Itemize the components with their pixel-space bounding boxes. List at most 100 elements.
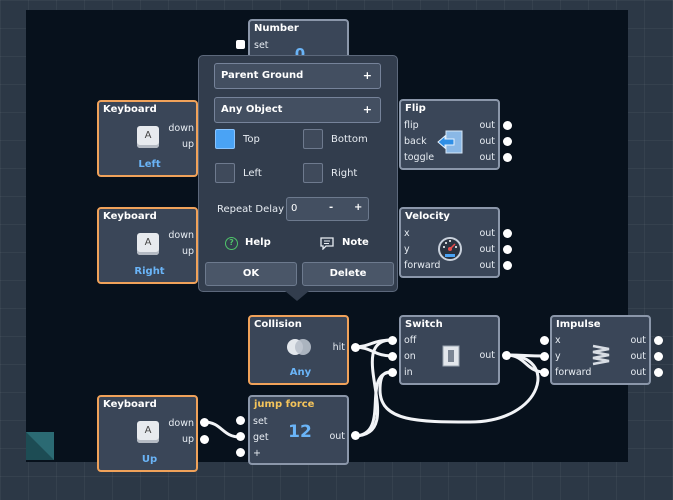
spring-icon xyxy=(592,344,610,366)
ok-button[interactable]: OK xyxy=(205,262,297,286)
jump-force-node[interactable]: jump force set get + 12 out xyxy=(248,395,349,465)
output-port[interactable] xyxy=(503,245,512,254)
repeat-delay-value: 0 xyxy=(291,203,298,214)
output-port[interactable] xyxy=(654,336,663,345)
port-label: x xyxy=(404,228,410,239)
wire-switch-out-to-forward xyxy=(378,353,540,424)
port-label: out xyxy=(479,136,495,147)
output-port-up[interactable] xyxy=(200,435,209,444)
port-label: hit xyxy=(332,342,345,353)
any-object-dropdown[interactable]: Any Object + xyxy=(214,97,381,123)
repeat-delay-label: Repeat Delay xyxy=(217,204,285,215)
checkbox-right-label: Right xyxy=(331,168,358,179)
collision-settings-popup: Parent Ground + Any Object + Top Bottom … xyxy=(198,55,398,292)
port-label: on xyxy=(404,351,416,362)
port-label: forward xyxy=(555,367,592,378)
port-label: out xyxy=(479,228,495,239)
input-port-set[interactable] xyxy=(236,416,245,425)
keyboard-node-up[interactable]: Keyboard A down up Up xyxy=(97,395,198,472)
node-label: Up xyxy=(141,454,158,465)
note-button[interactable]: Note xyxy=(320,236,390,252)
port-label: out xyxy=(630,351,646,362)
velocity-node[interactable]: Velocity x y forward out out out xyxy=(399,207,500,278)
port-label: back xyxy=(404,136,427,147)
checkbox-right[interactable] xyxy=(303,163,323,183)
output-port[interactable] xyxy=(503,153,512,162)
node-title: Switch xyxy=(405,319,443,330)
output-port-down[interactable] xyxy=(200,418,209,427)
dropdown-value: Parent Ground xyxy=(221,70,304,81)
output-port[interactable] xyxy=(503,229,512,238)
node-title: jump force xyxy=(254,399,315,410)
repeat-delay-stepper[interactable]: 0 - + xyxy=(286,197,369,221)
node-label: Left xyxy=(138,159,161,170)
node-title: Number xyxy=(254,23,299,34)
output-port[interactable] xyxy=(503,121,512,130)
node-title: Keyboard xyxy=(103,399,157,410)
node-value: 0 xyxy=(294,45,306,63)
node-label: Any xyxy=(289,367,312,378)
input-port-off[interactable] xyxy=(388,336,397,345)
delete-button[interactable]: Delete xyxy=(302,262,394,286)
port-label: out xyxy=(630,367,646,378)
node-title: Impulse xyxy=(556,319,601,330)
checkbox-left[interactable] xyxy=(215,163,235,183)
node-title: Collision xyxy=(254,319,302,330)
switch-node[interactable]: Switch off on in out xyxy=(399,315,500,385)
input-port[interactable] xyxy=(236,40,245,49)
port-label: out xyxy=(630,335,646,346)
help-button[interactable]: ? Help xyxy=(225,236,295,252)
node-title: Flip xyxy=(405,103,426,114)
output-port[interactable] xyxy=(503,137,512,146)
port-label: + xyxy=(253,448,261,459)
input-port-y[interactable] xyxy=(540,352,549,361)
decrement-button[interactable]: - xyxy=(329,202,334,213)
port-label: out xyxy=(479,260,495,271)
plus-icon: + xyxy=(362,103,372,116)
node-title: Keyboard xyxy=(103,104,157,115)
input-port-forward[interactable] xyxy=(540,368,549,377)
keyboard-node-left[interactable]: Keyboard A down up Left xyxy=(97,100,198,177)
flip-icon xyxy=(437,130,463,154)
port-label: out xyxy=(479,350,495,361)
wire-jumpforce-out-to-off xyxy=(352,338,394,438)
port-label: out xyxy=(479,152,495,163)
port-label: out xyxy=(329,431,345,442)
checkbox-bottom[interactable] xyxy=(303,129,323,149)
key-icon: A xyxy=(137,233,159,255)
port-label: forward xyxy=(404,260,441,271)
port-label: set xyxy=(253,416,268,427)
checkbox-top[interactable] xyxy=(215,129,235,149)
collision-icon xyxy=(287,339,311,355)
port-label: in xyxy=(404,367,413,378)
collision-node[interactable]: Collision hit Any xyxy=(248,315,349,385)
plus-icon: + xyxy=(362,69,372,82)
output-port[interactable] xyxy=(654,368,663,377)
port-label: up xyxy=(181,139,194,150)
impulse-node[interactable]: Impulse x y forward out out out xyxy=(550,315,651,385)
input-port-x[interactable] xyxy=(540,336,549,345)
port-label: down xyxy=(168,418,194,429)
key-icon: A xyxy=(137,126,159,148)
checkbox-top-label: Top xyxy=(243,134,260,145)
port-label: off xyxy=(404,335,417,346)
key-icon: A xyxy=(137,421,159,443)
output-port[interactable] xyxy=(503,261,512,270)
port-label: down xyxy=(168,123,194,134)
parent-ground-dropdown[interactable]: Parent Ground + xyxy=(214,63,381,89)
input-port-on[interactable] xyxy=(388,352,397,361)
input-port-in[interactable] xyxy=(388,368,397,377)
output-port[interactable] xyxy=(654,352,663,361)
increment-button[interactable]: + xyxy=(354,202,363,213)
port-label: y xyxy=(555,351,561,362)
output-port-hit[interactable] xyxy=(351,343,360,352)
output-port[interactable] xyxy=(351,431,360,440)
flip-node[interactable]: Flip flip back toggle out out out xyxy=(399,99,500,170)
keyboard-node-right[interactable]: Keyboard A down up Right xyxy=(97,207,198,284)
port-label: x xyxy=(555,335,561,346)
checkbox-bottom-label: Bottom xyxy=(331,134,368,145)
input-port-plus[interactable] xyxy=(236,448,245,457)
port-label: out xyxy=(479,244,495,255)
output-port[interactable] xyxy=(502,351,511,360)
input-port-get[interactable] xyxy=(236,432,245,441)
